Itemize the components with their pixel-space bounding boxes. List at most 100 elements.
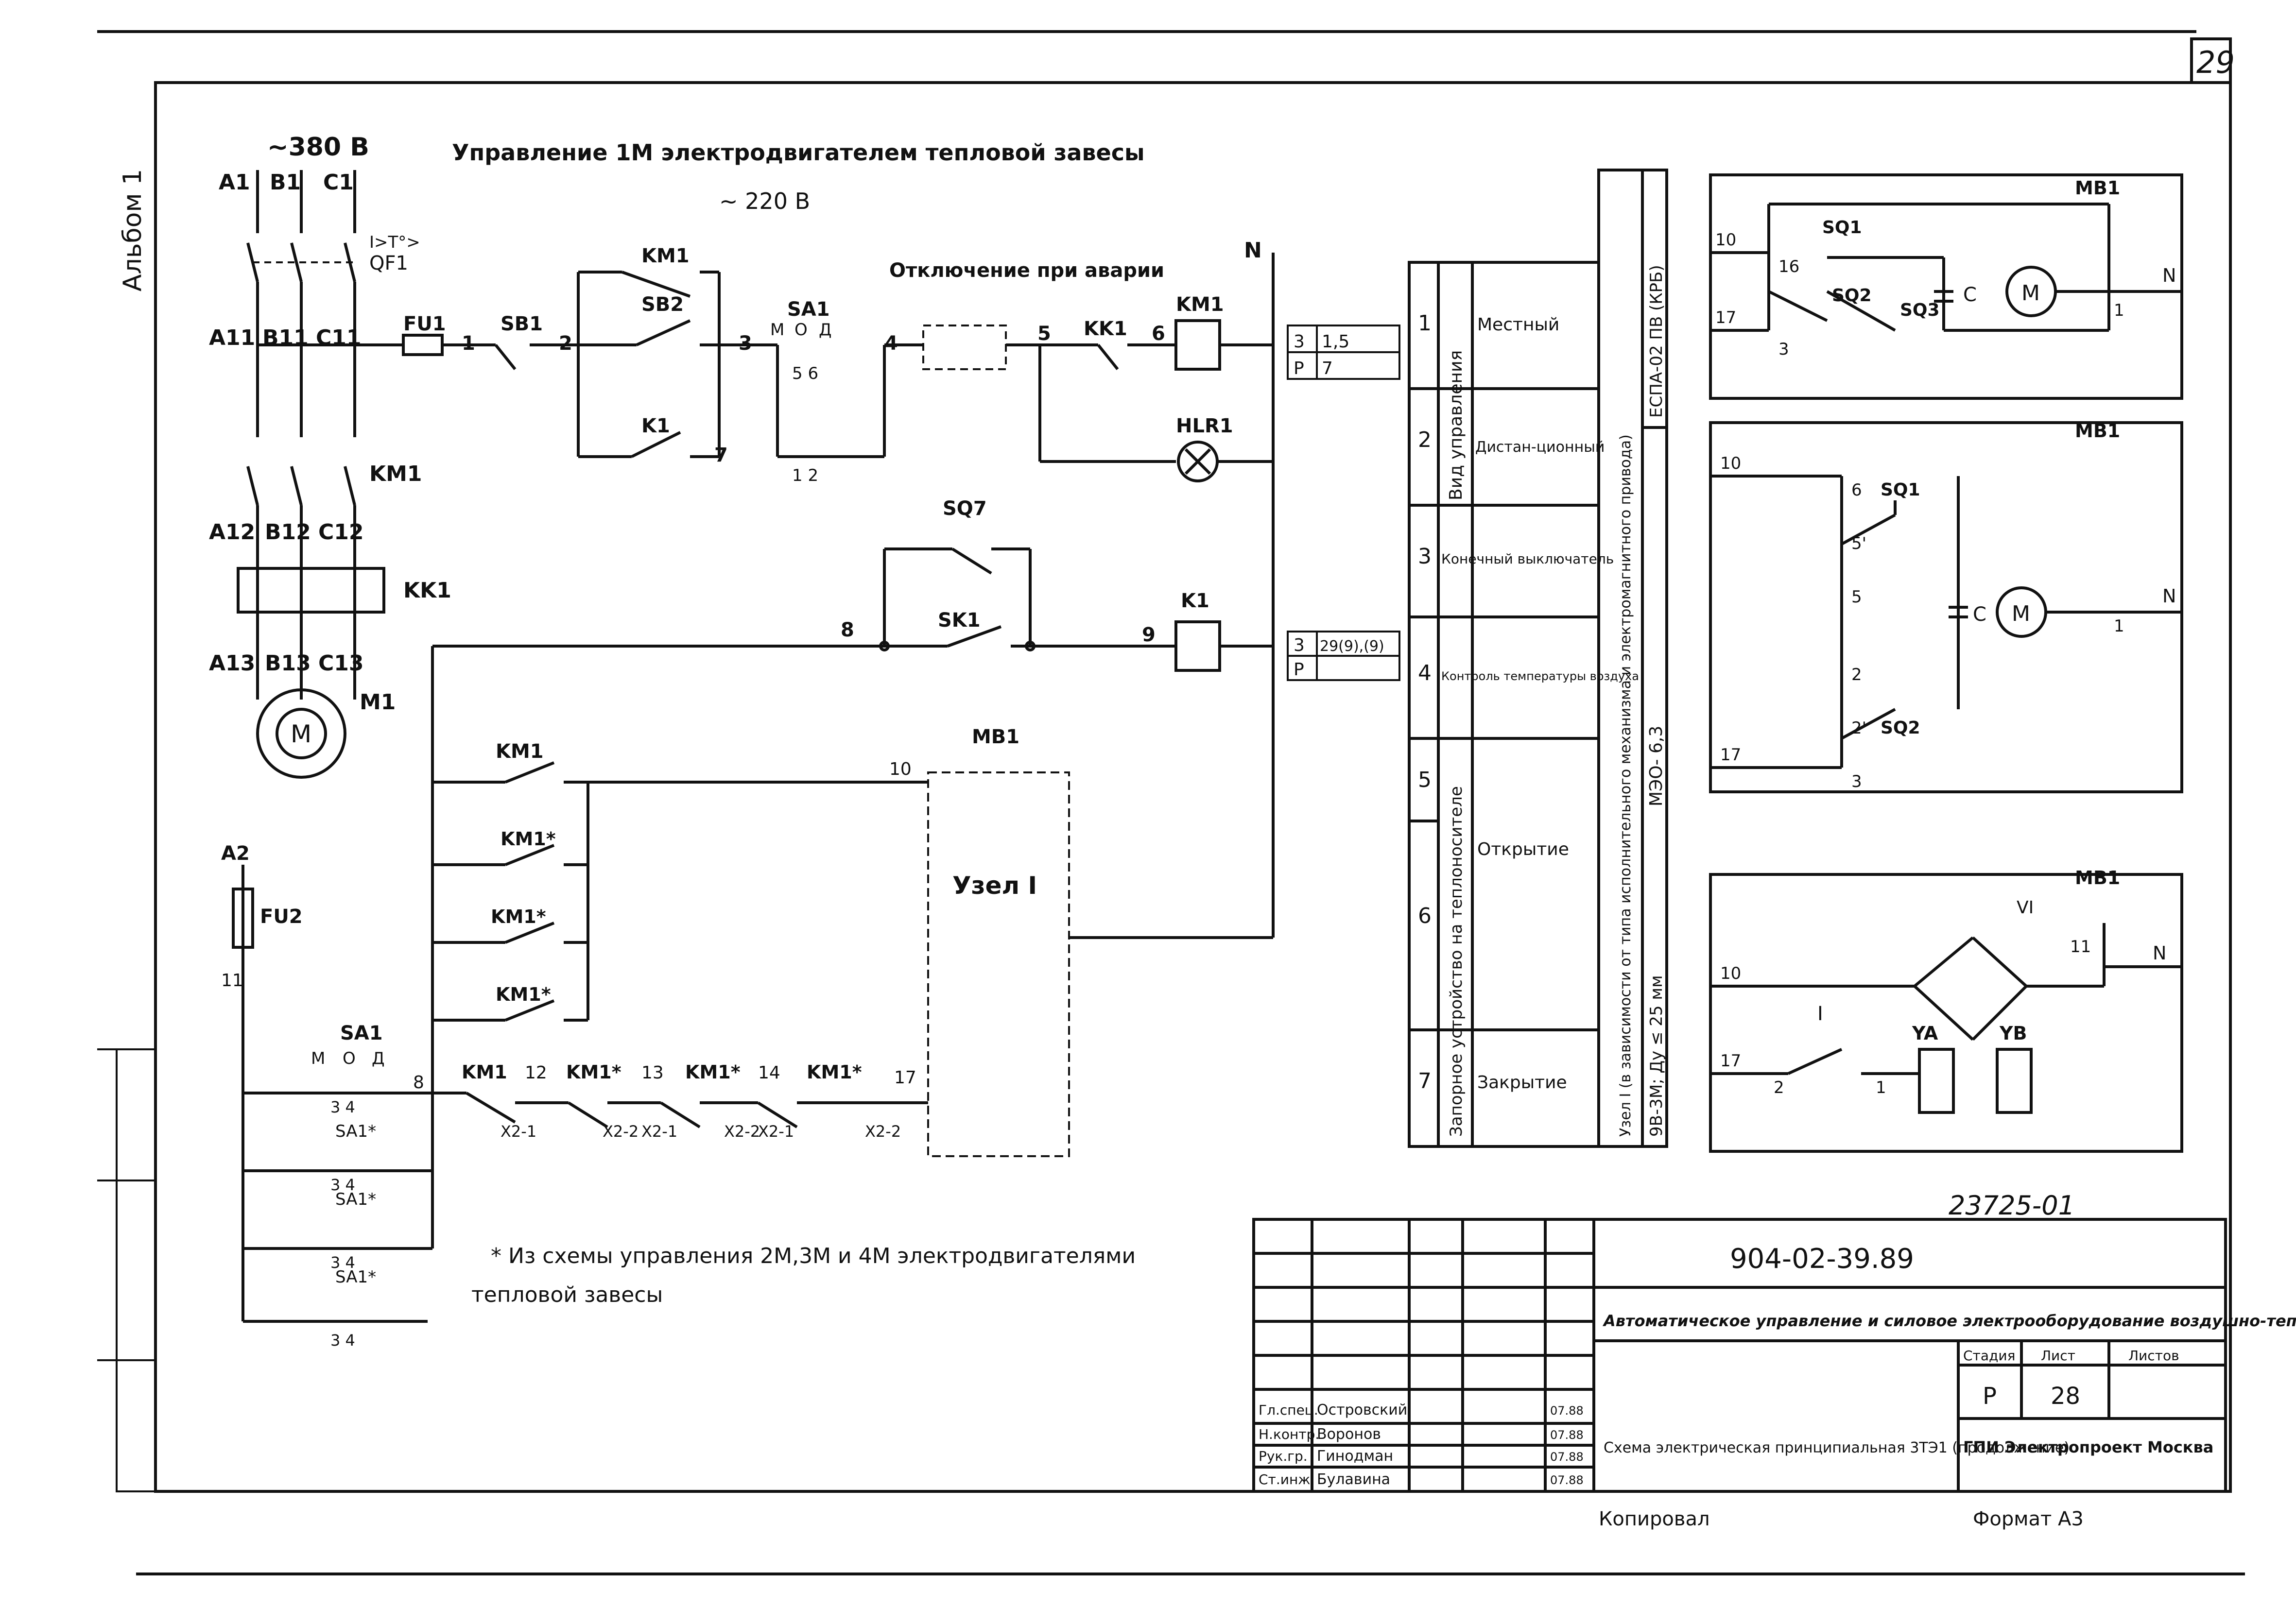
- svg-text:8: 8: [413, 1073, 424, 1093]
- svg-text:Местный: Местный: [1477, 315, 1559, 335]
- svg-text:3: 3: [1294, 332, 1305, 352]
- svg-text:KM1: KM1: [496, 740, 544, 763]
- svg-text:3: 3: [1778, 340, 1789, 359]
- svg-text:2: 2: [1851, 665, 1862, 684]
- svg-text:3: 3: [1851, 772, 1862, 791]
- svg-text:VI: VI: [2017, 898, 2034, 918]
- svg-text:4: 4: [1418, 661, 1432, 685]
- svg-text:X2-2: X2-2: [865, 1122, 901, 1141]
- svg-text:Стадия: Стадия: [1963, 1348, 2015, 1364]
- svg-text:8: 8: [841, 619, 854, 641]
- svg-text:Гинодман: Гинодман: [1317, 1448, 1393, 1465]
- svg-text:10: 10: [1720, 964, 1741, 983]
- svg-text:1: 1: [2114, 301, 2124, 320]
- svg-text:K1: K1: [1181, 590, 1209, 612]
- svg-text:MB1: MB1: [2075, 420, 2120, 442]
- svg-text:SQ3: SQ3: [1900, 300, 1940, 320]
- svg-text:SB1: SB1: [501, 313, 543, 335]
- phase-labels: A1 B1 C1 A11 B11 C11 A12 B12 C12 A13 B13…: [209, 170, 364, 676]
- svg-text:Булавина: Булавина: [1317, 1471, 1390, 1488]
- voltage-main: ~380 В: [267, 133, 369, 162]
- svg-text:М: М: [770, 320, 784, 340]
- svg-text:07.88: 07.88: [1550, 1450, 1584, 1464]
- svg-text:A13: A13: [209, 651, 255, 676]
- svg-text:9В-3М; Ду ≤ 25 мм: 9В-3М; Ду ≤ 25 мм: [1647, 975, 1666, 1137]
- svg-text:17: 17: [1715, 308, 1736, 327]
- svg-text:N: N: [1244, 238, 1262, 263]
- diagram-title: Управление 1М электродвигателем тепловой…: [452, 139, 1145, 166]
- svg-text:Д: Д: [372, 1049, 385, 1068]
- sa1-block: [232, 865, 434, 1323]
- svg-text:10: 10: [1720, 454, 1741, 473]
- svg-text:Рук.гр.: Рук.гр.: [1259, 1448, 1308, 1464]
- svg-text:P: P: [1294, 359, 1304, 378]
- svg-text:SA1: SA1: [787, 298, 830, 321]
- svg-text:YA: YA: [1912, 1023, 1938, 1044]
- svg-text:1,5: 1,5: [1322, 332, 1349, 352]
- control-labels: FU1 SB1 SB2 KM1 K1 SA1 М О Д 5 6 1 2 Отк…: [403, 238, 1262, 485]
- footnote: * Из схемы управления 2М,3М и 4М электро…: [491, 1244, 1136, 1268]
- svg-text:A1: A1: [219, 170, 250, 195]
- svg-text:X2-1: X2-1: [758, 1122, 794, 1141]
- format-label: Формат А3: [1973, 1508, 2084, 1530]
- svg-text:KM1*: KM1*: [807, 1061, 862, 1083]
- svg-text:14: 14: [758, 1063, 780, 1083]
- svg-text:SQ2: SQ2: [1832, 286, 1872, 306]
- svg-text:KM1: KM1: [462, 1061, 507, 1083]
- svg-text:5: 5: [1037, 323, 1051, 345]
- svg-text:SK1: SK1: [938, 609, 981, 632]
- svg-text:MB1: MB1: [2075, 177, 2120, 199]
- ref-box-1: 3 1,5 P 7: [1287, 325, 1400, 380]
- svg-text:SA1*: SA1*: [335, 1190, 376, 1209]
- svg-text:Закрытие: Закрытие: [1477, 1073, 1567, 1093]
- svg-text:A12: A12: [209, 520, 255, 545]
- svg-text:28: 28: [2051, 1383, 2080, 1410]
- svg-text:3: 3: [1418, 544, 1432, 569]
- binding-strip: [116, 1048, 156, 1492]
- side-table-text: 1 Местный 2 Дистан-ционный 3 Конечный вы…: [1418, 265, 1666, 1137]
- footnote-2: тепловой завесы: [471, 1282, 663, 1307]
- svg-text:Воронов: Воронов: [1317, 1426, 1381, 1443]
- svg-text:1 2: 1 2: [792, 466, 818, 485]
- svg-text:B12: B12: [265, 520, 311, 545]
- svg-text:13: 13: [641, 1063, 664, 1083]
- inset-1: M MB1 SQ1 SQ2 SQ3 C N 10 17 16 3 1: [1709, 173, 2183, 400]
- drawing-frame: [154, 81, 2232, 1493]
- kk1-power: KK1: [403, 578, 451, 603]
- svg-text:YB: YB: [1999, 1023, 2027, 1044]
- svg-text:Д: Д: [819, 320, 832, 340]
- title-block-text: 904-02-39.89 Автоматическое управление и…: [1259, 1243, 2296, 1488]
- svg-text:3: 3: [739, 332, 752, 355]
- svg-text:Автоматическое управление и си: Автоматическое управление и силовое элек…: [1602, 1312, 2296, 1330]
- svg-text:X2-1: X2-1: [501, 1122, 536, 1141]
- svg-text:07.88: 07.88: [1550, 1404, 1584, 1418]
- svg-text:Схема электрическая принципиал: Схема электрическая принципиальная 3ТЭ1 …: [1604, 1439, 2070, 1456]
- svg-text:SB2: SB2: [641, 293, 684, 316]
- svg-text:Контроль температуры воздуха: Контроль температуры воздуха: [1441, 669, 1639, 683]
- svg-text:Отключение при аварии: Отключение при аварии: [889, 259, 1164, 282]
- svg-text:KM1*: KM1*: [491, 906, 546, 927]
- svg-text:17: 17: [1720, 1051, 1741, 1071]
- svg-text:2: 2: [559, 332, 572, 355]
- svg-text:Лист: Лист: [2041, 1348, 2075, 1364]
- svg-text:SQ2: SQ2: [1881, 718, 1920, 738]
- voltage-ctrl: ~ 220 В: [719, 188, 810, 214]
- rung2-labels: SQ7 SK1 K1 8 9: [841, 497, 1209, 646]
- svg-text:1: 1: [462, 332, 475, 355]
- svg-text:Дистан-ционный: Дистан-ционный: [1475, 439, 1605, 456]
- svg-text:KM1*: KM1*: [501, 828, 556, 850]
- svg-text:SA1*: SA1*: [335, 1122, 376, 1141]
- svg-text:ЕСПА-02 ПВ (КРБ): ЕСПА-02 ПВ (КРБ): [1647, 265, 1666, 418]
- inset-3: MB1 N 10 17 11 2 1 VI I YA YB: [1709, 867, 2183, 1153]
- svg-text:2: 2: [1774, 1078, 1784, 1097]
- svg-text:9: 9: [1142, 624, 1156, 646]
- svg-text:3: 3: [1294, 635, 1305, 655]
- svg-text:C12: C12: [318, 520, 364, 545]
- svg-text:ГПИ Электропроект Москва: ГПИ Электропроект Москва: [1963, 1438, 2213, 1456]
- svg-text:MB1: MB1: [972, 726, 1019, 748]
- svg-text:17: 17: [894, 1068, 916, 1088]
- svg-text:SA1: SA1: [340, 1022, 383, 1044]
- svg-text:1: 1: [1418, 311, 1432, 336]
- svg-text:Запорное устройство на теплоно: Запорное устройство на теплоносителе: [1447, 786, 1466, 1137]
- svg-text:N: N: [2153, 942, 2166, 964]
